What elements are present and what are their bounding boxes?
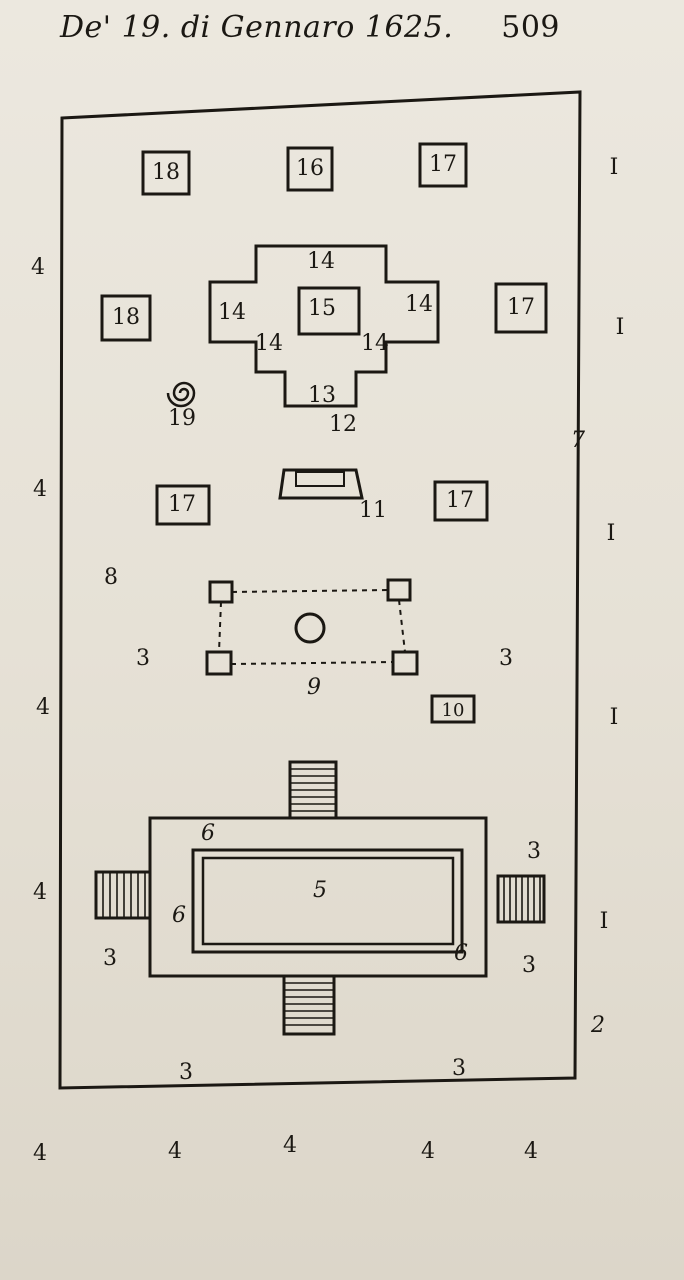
box-17-lower-right: [433, 480, 489, 522]
label-1-c: I: [606, 521, 616, 546]
label-14-right: 14: [405, 292, 433, 317]
page-title: De' 19. di Gennaro 1625.: [60, 10, 454, 45]
label-4-bottom-2: 4: [168, 1139, 182, 1164]
label-19: 19: [168, 406, 196, 431]
stairs-left-treads: [102, 872, 146, 918]
label-13: 13: [308, 383, 336, 408]
label-14-lower-right: 14: [361, 331, 389, 356]
label-16: 16: [296, 156, 324, 181]
post-top-right: [386, 578, 412, 602]
stairs-top-treads: [290, 768, 336, 812]
label-4-bottom-5: 4: [524, 1139, 538, 1164]
label-18-top: 18: [152, 160, 180, 185]
box-17-lower-left: [155, 484, 211, 526]
label-17-top: 17: [429, 152, 457, 177]
stairs-right: [496, 874, 546, 924]
label-14-lower-left: 14: [255, 331, 283, 356]
outer-enclosure-wall: [58, 90, 582, 1090]
label-5: 5: [313, 878, 327, 903]
label-3-right-b: 3: [527, 839, 541, 864]
temple-middle-wall: [191, 848, 464, 954]
label-7: 7: [571, 428, 585, 453]
post-bottom-right: [391, 650, 419, 676]
spiral-symbol: [166, 381, 196, 408]
label-6-top: 6: [201, 821, 215, 846]
label-8: 8: [104, 565, 118, 590]
page-header: De' 19. di Gennaro 1625. 509: [60, 10, 560, 45]
box-18-mid: [100, 294, 152, 342]
box-18-top: [141, 150, 191, 196]
label-3-bottom-left: 3: [179, 1060, 193, 1085]
box-10: [430, 694, 476, 724]
label-17-lower-right: 17: [446, 488, 474, 513]
portico-line-bottom: [230, 661, 394, 665]
label-11: 11: [359, 498, 387, 523]
box-15: [297, 286, 361, 336]
post-top-left: [208, 580, 234, 604]
label-1-a: I: [609, 155, 619, 180]
stairs-right-treads: [503, 876, 541, 922]
label-14-top: 14: [307, 249, 335, 274]
label-6-right: 6: [454, 941, 468, 966]
stairs-left: [94, 870, 152, 920]
label-12: 12: [329, 412, 357, 437]
label-1-b: I: [615, 315, 625, 340]
label-18-mid: 18: [112, 305, 140, 330]
label-3-left-a: 3: [136, 646, 150, 671]
label-4-bottom-4: 4: [421, 1139, 435, 1164]
label-1-d: I: [609, 705, 619, 730]
pedestal-circle: [294, 612, 326, 644]
label-1-e: I: [599, 909, 609, 934]
label-10: 10: [441, 700, 465, 721]
portico-line-top: [231, 589, 389, 593]
label-17-lower-left: 17: [168, 492, 196, 517]
label-9: 9: [307, 675, 321, 700]
label-17-mid: 17: [507, 295, 535, 320]
label-4-left-c: 4: [36, 695, 50, 720]
box-17-mid: [494, 282, 548, 334]
portico-line-left: [218, 601, 222, 653]
label-3-right-c: 3: [522, 953, 536, 978]
label-3-left-b: 3: [103, 946, 117, 971]
temple-inner-sanctum: [201, 856, 455, 946]
label-15: 15: [308, 296, 336, 321]
label-14-left: 14: [218, 300, 246, 325]
label-4-left-b: 4: [33, 477, 47, 502]
label-4-bottom-3: 4: [283, 1133, 297, 1158]
label-2: 2: [591, 1013, 605, 1038]
label-4-bottom-1: 4: [33, 1141, 47, 1166]
entrance-base: [278, 468, 364, 500]
label-6-left: 6: [172, 903, 186, 928]
box-16: [286, 146, 334, 192]
label-4-left-a: 4: [31, 255, 45, 280]
post-bottom-left: [205, 650, 233, 676]
page-number: 509: [501, 10, 560, 45]
label-3-bottom-right: 3: [452, 1056, 466, 1081]
cross-temple-outline: [208, 244, 440, 408]
label-3-right-a: 3: [499, 646, 513, 671]
portico-line-right: [398, 599, 406, 653]
label-4-left-d: 4: [33, 880, 47, 905]
box-17-top: [418, 142, 468, 188]
stairs-bottom: [282, 974, 336, 1036]
stairs-bottom-treads: [284, 982, 334, 1026]
entrance-step: [295, 471, 345, 487]
